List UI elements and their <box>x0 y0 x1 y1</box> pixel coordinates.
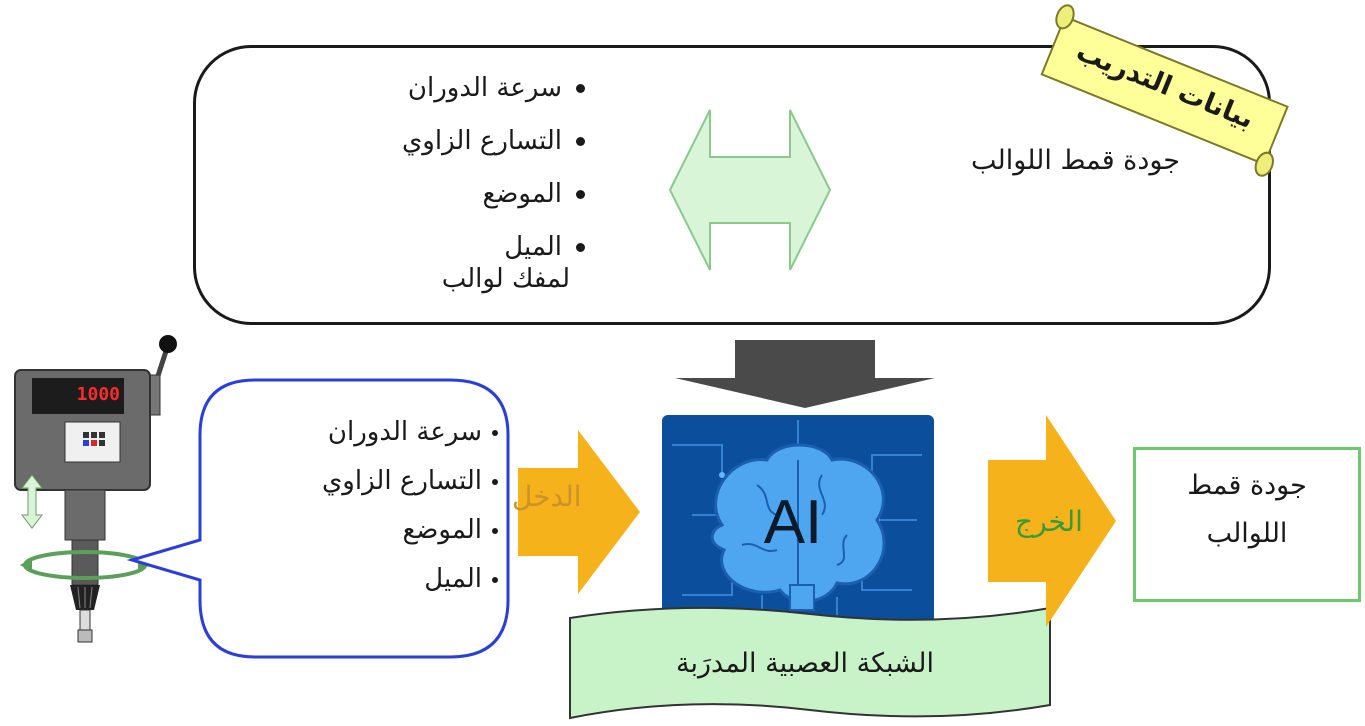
input-label: الدخل <box>512 480 582 513</box>
training-quality-label: جودة قمط اللوالب <box>971 145 1180 176</box>
screwdriver-note: لمفك لوالب <box>441 264 570 294</box>
input-parameter-list: سرعة الدوران التسارع الزاوي الموضع الميل <box>258 408 498 604</box>
speech-bubble <box>126 378 510 659</box>
list-item: الموضع <box>258 506 498 555</box>
list-item: التسارع الزاوي <box>258 457 498 506</box>
list-item: الموضع <box>330 168 585 221</box>
network-label: الشبكة العصبية المدرَبة <box>676 648 934 679</box>
output-text: جودة قمط اللوالب <box>1133 462 1361 558</box>
bullet-icon <box>492 478 498 485</box>
scroll-banner <box>1040 4 1289 177</box>
output-label: الخرج <box>1015 505 1083 538</box>
list-item: الميل <box>330 221 585 274</box>
bullet-icon <box>492 429 498 436</box>
list-item: سرعة الدوران <box>258 408 498 457</box>
output-line-2: اللوالب <box>1206 518 1288 549</box>
machine-display: 1000 <box>76 384 120 405</box>
bullet-icon <box>492 576 498 583</box>
bullet-icon <box>576 243 585 252</box>
output-line-1: جودة قمط <box>1187 470 1307 501</box>
bullet-icon <box>576 137 585 146</box>
ai-label: AI <box>763 488 823 557</box>
training-parameter-list: سرعة الدوران التسارع الزاوي الموضع الميل <box>330 62 585 274</box>
network-banner <box>569 606 1051 720</box>
bullet-icon <box>576 190 585 199</box>
down-arrow-icon <box>675 340 935 408</box>
ai-chip-icon <box>662 415 934 625</box>
input-arrow-icon <box>518 430 640 594</box>
bullet-icon <box>576 84 585 93</box>
bullet-icon <box>492 527 498 534</box>
list-item: سرعة الدوران <box>330 62 585 115</box>
output-arrow-icon <box>988 415 1116 627</box>
list-item: التسارع الزاوي <box>330 115 585 168</box>
output-box <box>1133 447 1361 602</box>
screwdriver-machine-icon <box>14 335 177 643</box>
list-item: الميل <box>258 555 498 604</box>
double-arrow-icon <box>668 109 832 271</box>
